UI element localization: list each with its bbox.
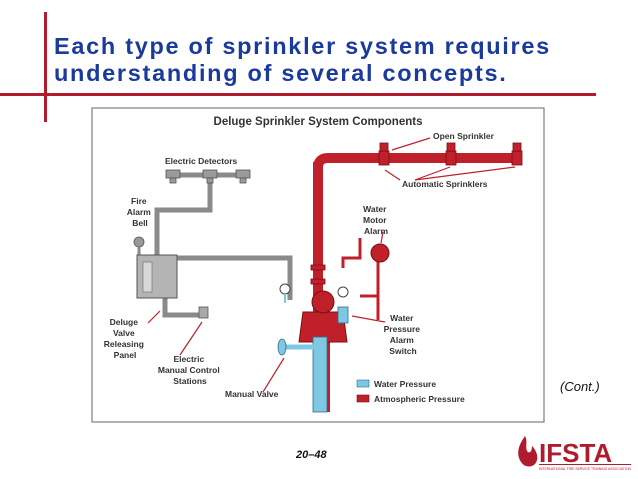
electric-detector	[165, 169, 181, 179]
electric-detector	[235, 169, 251, 179]
slide-title: Each type of sprinkler system requires u…	[54, 33, 624, 87]
flame-icon	[518, 436, 538, 467]
electric-detectors-label: Electric Detectors	[165, 156, 238, 166]
manual-control-station	[198, 306, 209, 319]
manual-valve-wheel	[277, 338, 287, 356]
legend: Water Pressure Atmospheric Pressure	[356, 379, 465, 404]
electric-detector	[206, 177, 214, 184]
water-supply-riser	[312, 336, 328, 413]
panel-door	[142, 261, 153, 293]
automatic-sprinklers-label: Automatic Sprinklers	[402, 179, 488, 189]
deluge-valve-body	[298, 311, 348, 343]
page-number: 20–48	[296, 449, 327, 461]
open-sprinkler-head	[378, 150, 390, 166]
fire-alarm-bell	[133, 236, 145, 248]
continued-note: (Cont.)	[560, 379, 600, 394]
sprinkler-deflector	[446, 142, 456, 152]
leader-lines	[147, 137, 516, 393]
manual-valve-label: Manual Valve	[225, 389, 279, 399]
title-rule-vertical	[44, 12, 47, 122]
open-sprinkler-label: Open Sprinkler	[433, 131, 495, 141]
logo-rule	[539, 464, 631, 465]
automatic-sprinkler-head	[511, 150, 523, 166]
fire-alarm-bell-label: Fire Alarm Bell	[127, 196, 153, 228]
pressure-gauge	[337, 286, 349, 298]
title-line-1: Each type of sprinkler system requires	[54, 33, 551, 59]
ifsta-logo: IFSTA INTERNATIONAL FIRE SERVICE TRAININ…	[518, 436, 631, 471]
deluge-panel-label: Deluge Valve Releasing Panel	[104, 317, 147, 360]
sprinkler-deflector	[379, 142, 389, 152]
electric-detector	[202, 169, 218, 179]
diagram-heading: Deluge Sprinkler System Components	[214, 116, 423, 128]
sprinkler-deflector	[512, 142, 522, 152]
title-rule-horizontal	[0, 93, 596, 96]
pressure-gauge	[279, 283, 291, 295]
legend-swatch-water	[356, 379, 370, 388]
detector-group	[165, 169, 251, 184]
sprinkler-heads	[310, 142, 523, 285]
pipe-flange	[310, 264, 326, 271]
electric-detector	[169, 177, 177, 184]
logo-tagline: INTERNATIONAL FIRE SERVICE TRAINING ASSO…	[539, 467, 631, 471]
valve-clapper-chamber	[311, 290, 335, 314]
logo-wordmark: IFSTA	[539, 438, 612, 468]
pipe-flange	[310, 278, 326, 285]
electric-detector	[239, 177, 247, 184]
legend-label-atmospheric: Atmospheric Pressure	[374, 394, 465, 404]
water-motor-alarm-label: Water Motor Alarm	[363, 204, 389, 236]
pressure-trim	[337, 306, 349, 324]
deluge-valve-assembly	[277, 283, 349, 413]
legend-label-water: Water Pressure	[374, 379, 436, 389]
title-line-2: understanding of several concepts.	[54, 60, 508, 86]
pressure-switch-label: Water Pressure Alarm Switch	[384, 313, 423, 356]
water-motor-alarm	[370, 243, 390, 263]
legend-swatch-atmospheric	[356, 394, 370, 403]
automatic-sprinkler-head	[445, 150, 457, 166]
manual-stations-label: Electric Manual Control Stations	[158, 354, 222, 386]
